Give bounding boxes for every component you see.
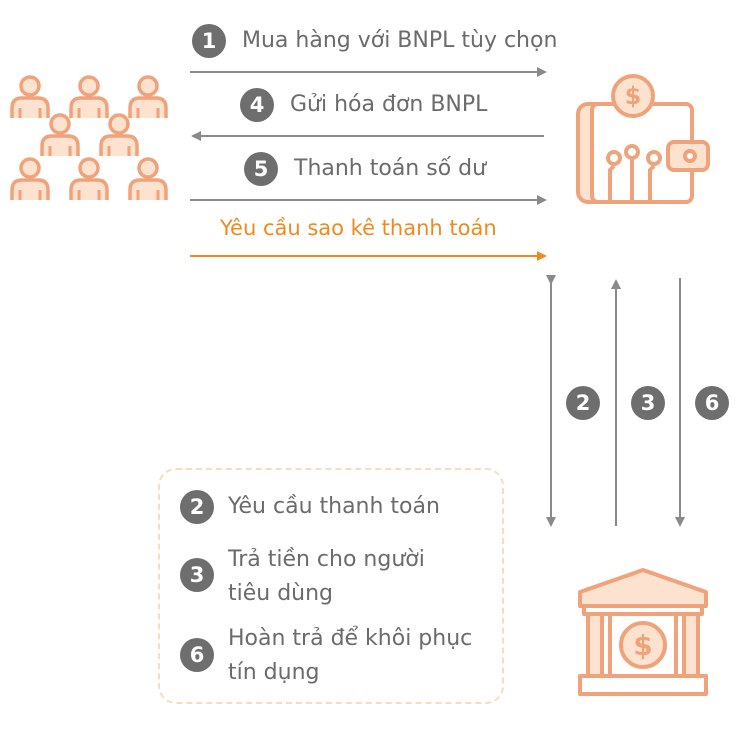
bank-icon: $ (578, 568, 708, 696)
step-1-badge: 1 (192, 24, 226, 58)
legend-box (158, 468, 504, 704)
step-5-badge: 5 (244, 152, 278, 186)
legend-6-line-1: Hoàn trả để khôi phục (228, 626, 473, 651)
svg-text:$: $ (633, 629, 652, 662)
legend-6-label: Hoàn trả để khôi phục tín dụng (228, 622, 472, 690)
step-6-badge-vertical: 6 (695, 386, 729, 420)
legend-2-badge: 2 (180, 490, 214, 524)
legend-3-badge: 3 (180, 558, 214, 592)
step-4-label: Gửi hóa đơn BNPL (290, 92, 488, 117)
step-5-label: Thanh toán số dư (294, 156, 487, 181)
step-2-badge-vertical: 2 (566, 386, 600, 420)
step-1-label: Mua hàng với BNPL tùy chọn (242, 28, 558, 53)
step-4-badge: 4 (240, 88, 274, 122)
legend-2-label: Yêu cầu thanh toán (228, 494, 440, 519)
legend-3-line-2: tiêu dùng (228, 581, 334, 606)
legend-6-badge: 6 (180, 638, 214, 672)
legend-6-line-2: tín dụng (228, 660, 320, 685)
legend-3-label: Trả tiền cho người tiêu dùng (228, 543, 425, 611)
legend-3-line-1: Trả tiền cho người (228, 547, 425, 572)
step-3-badge-vertical: 3 (631, 386, 665, 420)
payment-statement-request-label: Yêu cầu sao kê thanh toán (220, 216, 497, 240)
people-group-icon (10, 75, 168, 202)
svg-text:$: $ (625, 82, 642, 110)
digital-wallet-icon: $ (576, 74, 710, 204)
